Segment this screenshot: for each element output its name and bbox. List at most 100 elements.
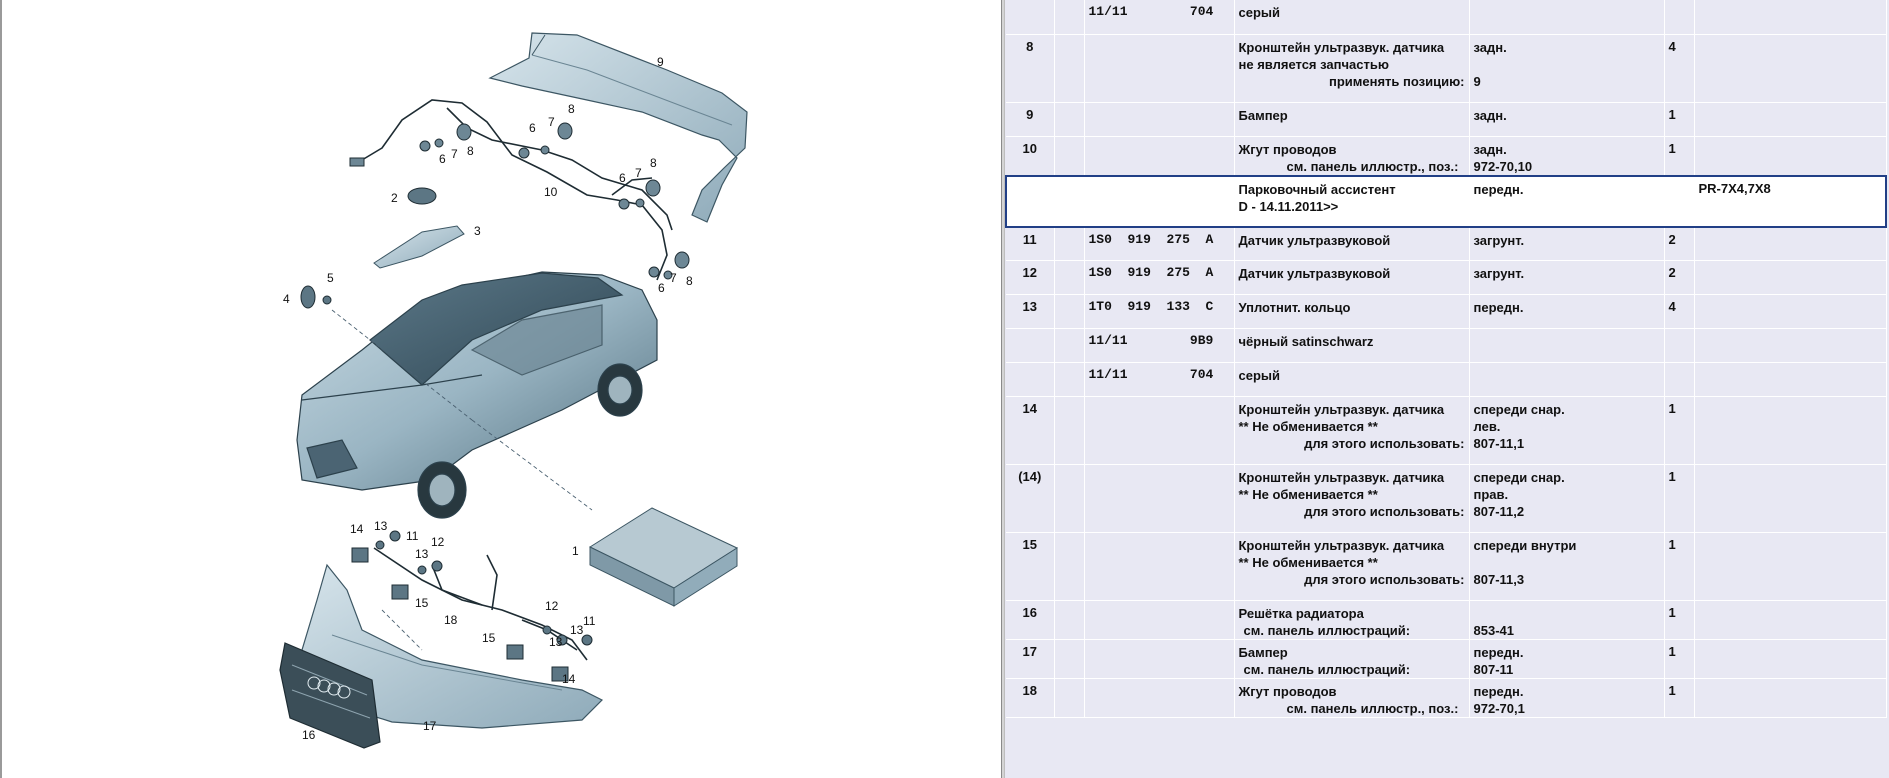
note-line: спереди снар. (1473, 402, 1565, 417)
quantity-value: 4 (1668, 38, 1676, 54)
spacer-cell (1054, 639, 1085, 679)
note-line: 972-70,1 (1473, 701, 1525, 716)
description-line: для этого использовать: (1304, 504, 1465, 519)
callout-label: 17 (423, 719, 437, 733)
description-line: ** Не обменивается ** (1238, 419, 1378, 434)
note-cell: задн. 9 (1469, 34, 1665, 103)
note-line: 807-11,3 (1473, 572, 1525, 587)
description-cell: чёрный satinschwarz (1234, 328, 1470, 363)
spacer-cell (1054, 102, 1085, 137)
description-line: для этого использовать: (1304, 436, 1465, 451)
description-line: Решётка радиатора (1238, 606, 1364, 621)
part-number: 11/11 704 (1088, 367, 1214, 382)
callout-label: 11 (406, 529, 419, 543)
description-line: Кронштейн ультразвук. датчика (1238, 39, 1445, 55)
position-cell: 10 (1006, 136, 1055, 176)
quantity-cell (1664, 362, 1695, 397)
callout-label: 6 (619, 171, 626, 185)
description-line: для этого использовать: (1304, 572, 1465, 587)
note-line: задн. (1473, 141, 1507, 157)
quantity-cell: 1 (1664, 136, 1695, 176)
position-cell: 12 (1006, 260, 1055, 295)
part-number-cell (1084, 174, 1235, 228)
model-code-cell (1694, 328, 1887, 363)
quantity-value: 1 (1668, 605, 1676, 620)
callout-label: 5 (327, 271, 334, 285)
quantity-cell: 1 (1664, 396, 1695, 465)
note-cell (1469, 362, 1665, 397)
callout-label: 14 (562, 672, 576, 686)
callout-label: 10 (544, 185, 558, 199)
note-cell: 853-41 (1469, 600, 1665, 640)
description-line: Бампер (1238, 107, 1288, 123)
note-line: загрунт. (1473, 266, 1525, 281)
position-cell: 13 (1006, 294, 1055, 329)
description-line: Кронштейн ультразвук. датчика (1238, 538, 1445, 553)
callout-label: 14 (350, 522, 364, 536)
pane-splitter[interactable] (1001, 0, 1005, 778)
model-code-cell (1694, 639, 1887, 679)
note-cell: передн. 972-70,1 (1469, 678, 1665, 718)
table-row[interactable]: 14 Кронштейн ультразвук. датчика ** Не обм… (1006, 396, 1887, 465)
note-line: лев. (1473, 419, 1501, 434)
note-line: 807-11,1 (1473, 436, 1525, 451)
position-label: 10 (1022, 140, 1037, 156)
part-number-cell (1084, 600, 1235, 640)
callout-label: 8 (650, 156, 657, 170)
model-code-cell (1694, 532, 1887, 601)
position-cell (1006, 328, 1055, 363)
position-label: (14) (1018, 469, 1042, 484)
description-line: Кронштейн ультразвук. датчика (1238, 402, 1445, 417)
note-line: 807-11 (1473, 662, 1514, 677)
quantity-cell (1664, 174, 1695, 228)
rear-bumper-part (488, 32, 748, 223)
spacer-cell (1054, 294, 1085, 329)
model-code-cell (1694, 396, 1887, 465)
model-code-cell (1694, 226, 1887, 261)
quantity-cell: 1 (1664, 532, 1695, 601)
bracket-part-2-3 (373, 187, 465, 269)
description-cell: Бампер (1234, 102, 1470, 137)
description-cell: серый (1234, 0, 1470, 35)
note-line: передн. (1473, 684, 1524, 699)
callout-label: 8 (568, 102, 575, 116)
quantity-value: 2 (1668, 231, 1676, 247)
note-line: передн. (1473, 645, 1524, 660)
position-cell (1006, 0, 1055, 35)
exploded-diagram: 9 6 7 8 6 7 8 6 7 8 10 2 3 4 5 6 7 8 14 … (279, 32, 748, 749)
model-code-cell (1694, 34, 1887, 103)
part-number-cell: 11/11 704 (1084, 0, 1235, 35)
description-cell: Датчик ультразвуковой (1234, 260, 1470, 295)
description-line: серый (1238, 5, 1281, 20)
quantity-cell: 2 (1664, 260, 1695, 295)
callout-label: 6 (439, 152, 446, 166)
position-cell: 14 (1006, 396, 1055, 465)
description-cell: Датчик ультразвуковой (1234, 226, 1470, 261)
model-code-cell (1694, 464, 1887, 533)
note-line: спереди снар. (1473, 470, 1565, 485)
model-code-cell (1694, 362, 1887, 397)
note-line: прав. (1473, 487, 1509, 502)
description-line: см. панель иллюстраций: (1243, 662, 1411, 677)
table-row[interactable]: (14)Кронштейн ультразвук. датчика** Не о… (1006, 464, 1887, 533)
quantity-value: 1 (1668, 401, 1676, 416)
callout-label: 7 (548, 115, 555, 129)
